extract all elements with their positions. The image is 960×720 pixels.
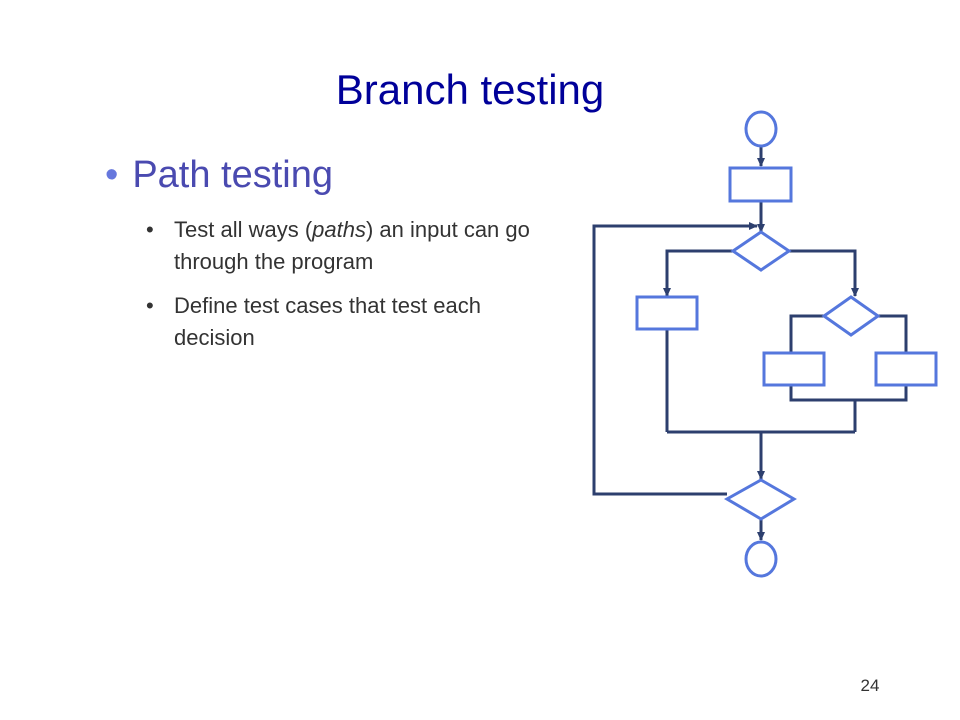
- decision-node-main: [730, 230, 792, 272]
- main-bullet: • Path testing: [105, 150, 333, 200]
- main-bullet-text: Path testing: [132, 154, 333, 196]
- flowchart-nodes: [635, 110, 938, 578]
- edge-inner-join: [789, 385, 908, 402]
- edge-inner-decision-right: [878, 314, 908, 353]
- edge-inner-decision-left: [789, 314, 824, 353]
- decision-node-loop: [723, 478, 797, 521]
- start-node: [744, 110, 778, 148]
- end-node: [744, 540, 778, 578]
- sub-bullet-decisions: Define test cases that test each decisio…: [146, 290, 566, 354]
- process-node-inner-left: [762, 351, 826, 387]
- slide-title: Branch testing: [335, 66, 605, 113]
- edge-decision-right: [789, 249, 859, 297]
- italic-paths: paths: [312, 217, 366, 242]
- sub-bullet-paths: Test all ways (paths) an input can go th…: [146, 214, 566, 278]
- process-node-left: [635, 295, 699, 331]
- process-node-top: [728, 166, 793, 203]
- process-node-inner-right: [874, 351, 938, 387]
- decision-node-inner: [821, 295, 881, 337]
- page-number: 24: [860, 676, 880, 695]
- flowchart-edges: [592, 146, 908, 541]
- edge-decision-left: [663, 249, 733, 297]
- edge-loop-back: [592, 222, 758, 496]
- sub-bullet-list: Test all ways (paths) an input can go th…: [146, 214, 566, 366]
- bullet-dot: •: [105, 154, 119, 196]
